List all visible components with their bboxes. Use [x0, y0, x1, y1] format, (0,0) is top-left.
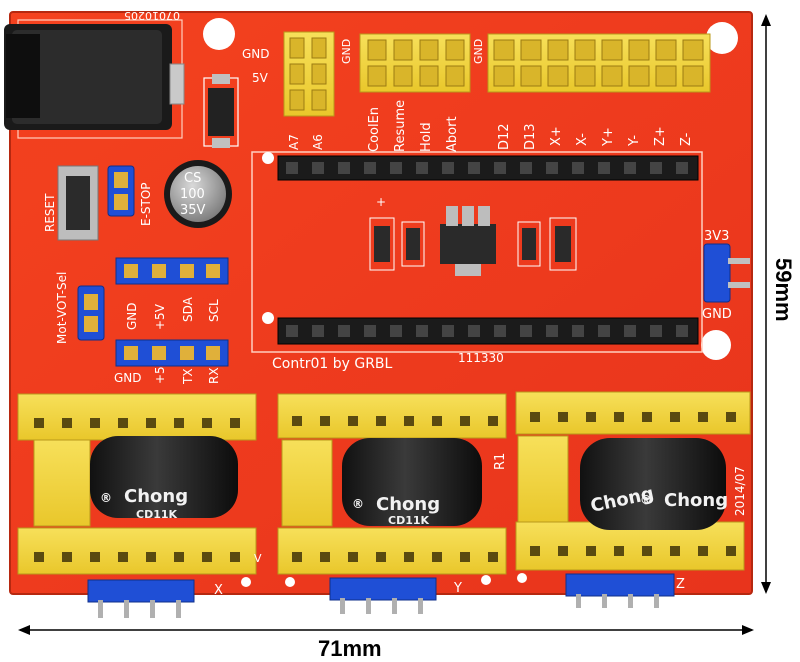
height-dimension: [761, 14, 771, 594]
estop-header: [107, 165, 135, 217]
uart-header: [115, 339, 229, 367]
resume-label: Resume: [393, 100, 408, 152]
reset-label: RESET: [43, 193, 57, 232]
regmark-x: ®: [100, 491, 112, 505]
electrolytic-capacitor: [164, 160, 232, 228]
hold-label: Hold: [419, 122, 434, 152]
nano-socket-top: [277, 155, 699, 181]
v33-label: 3V3: [704, 229, 729, 244]
axis-y-label: Y: [453, 581, 462, 596]
y-minus-label: Y-: [627, 135, 642, 147]
control-header: [359, 33, 471, 93]
sda-label: SDA: [181, 296, 195, 322]
gnd-label-power: GND: [242, 47, 270, 61]
reset-button: [57, 165, 99, 241]
smd-capacitors: [369, 217, 577, 271]
cap-text-100: 100: [180, 187, 205, 202]
part-number-label: 111330: [458, 351, 504, 365]
uart-gnd-label: GND: [114, 371, 142, 385]
gnd-label-control: GND: [340, 39, 353, 64]
z-plus-label: Z+: [653, 126, 668, 146]
d13-label: D13: [523, 123, 538, 150]
coolen-label: CoolEn: [367, 107, 382, 152]
gnd-label-endstop: GND: [472, 39, 485, 64]
nano-socket-bottom: [277, 317, 699, 345]
z-minus-label: Z-: [679, 132, 694, 146]
abort-label: Abort: [445, 116, 460, 152]
mot-sel-label: Mot-VOT-Sel: [55, 272, 69, 344]
inductor-code-y: CD11K: [388, 514, 430, 527]
date-label: 2014/07: [733, 466, 747, 516]
mot-sel-header: [77, 285, 105, 341]
i2c-5v-label: +5V: [153, 303, 167, 330]
cap-text-cs: CS: [184, 171, 201, 186]
x-plus-label: X+: [549, 126, 564, 146]
uart-5-label: +5: [153, 366, 167, 384]
inductor-y: [342, 438, 482, 526]
mount-hole: [203, 18, 235, 50]
axis-x-label: X: [214, 583, 223, 598]
axis-z-label: Z: [676, 577, 685, 592]
v33-header: [703, 243, 750, 303]
v-label: V: [254, 552, 262, 565]
inductor-brand-x: Chong: [124, 486, 188, 507]
inductor-z: [580, 438, 726, 530]
i2c-gnd-label: GND: [125, 302, 139, 330]
dc-power-jack: [4, 24, 185, 130]
voltage-regulator: [440, 206, 496, 276]
power-header: [283, 31, 335, 117]
regmark-y: ®: [352, 497, 364, 511]
i2c-header: [115, 257, 229, 285]
motor-header-y: [329, 577, 437, 614]
right-gnd-label: GND: [702, 307, 732, 322]
cap-text-35v: 35V: [180, 203, 206, 218]
d12-label: D12: [497, 123, 512, 150]
rx-label: RX: [207, 367, 221, 384]
driver-socket-y: [277, 393, 507, 575]
serial-label: 07010205: [124, 9, 180, 22]
inductor-x: [90, 436, 238, 518]
a7-label: A7: [287, 134, 301, 150]
scl-label: SCL: [207, 299, 221, 322]
width-label: 71mm: [318, 636, 382, 661]
motor-header-x: [87, 579, 195, 618]
inductor-brand-y: Chong: [376, 494, 440, 515]
r1-label: R1: [493, 453, 508, 470]
mount-hole: [701, 330, 731, 360]
mount-hole: [706, 22, 738, 54]
diode: [203, 74, 239, 148]
estop-label: E-STOP: [139, 182, 153, 226]
x-minus-label: X-: [575, 133, 590, 146]
credit-label: Contr01 by GRBL: [272, 356, 393, 372]
y-plus-label: Y+: [601, 127, 616, 147]
motor-header-z: [565, 573, 675, 608]
height-label: 59mm: [771, 258, 796, 322]
inductor-code-x: CD11K: [136, 508, 178, 521]
5v-label: 5V: [252, 71, 269, 85]
inductor-brand-z-right: Chong: [664, 490, 728, 511]
driver-socket-x: [17, 393, 257, 575]
tx-label: TX: [181, 368, 195, 385]
plus-label: +: [376, 195, 386, 209]
a6-label: A6: [311, 134, 325, 150]
regmark-z: ®: [640, 493, 652, 507]
width-dimension: [18, 625, 754, 635]
endstop-header: [487, 33, 711, 93]
